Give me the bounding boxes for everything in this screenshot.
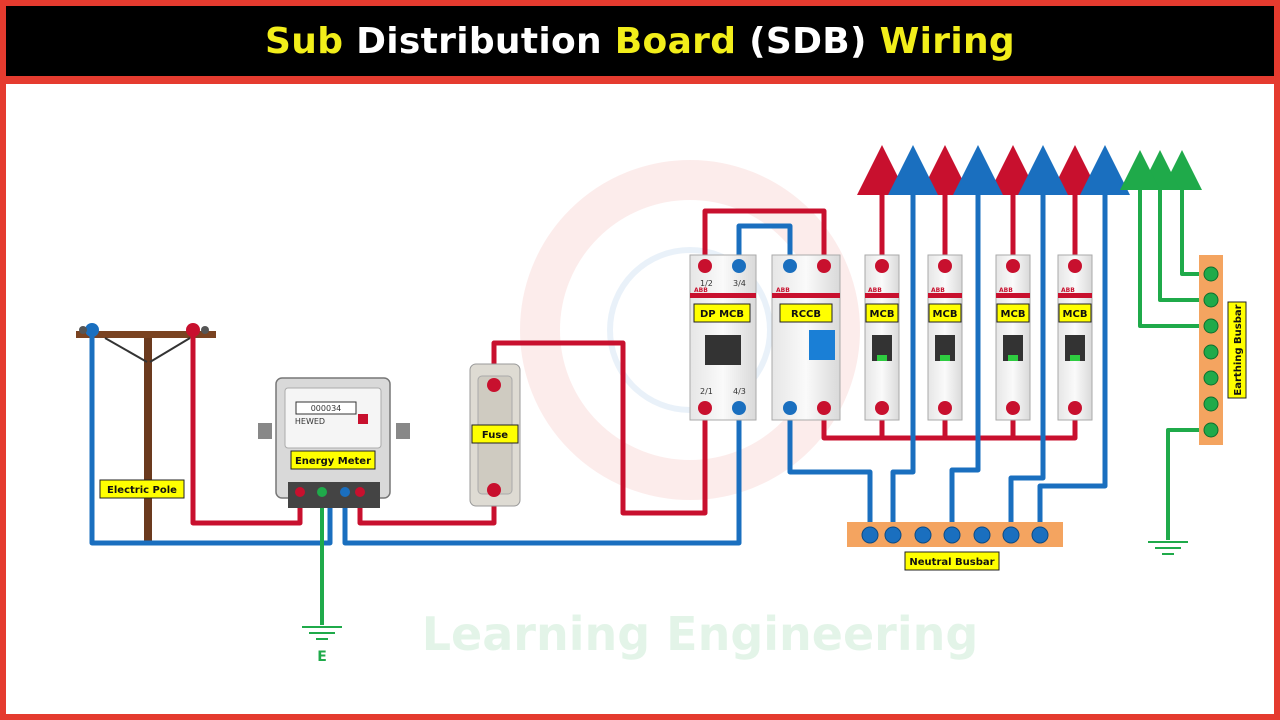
earth-label: E <box>317 649 327 665</box>
brand-text: ABB <box>776 287 790 294</box>
busbar-terminal <box>973 526 991 544</box>
busbar-terminal <box>1203 266 1219 282</box>
terminal-label: 3/4 <box>733 279 746 288</box>
busbar-terminal <box>884 526 902 544</box>
busbar-terminal <box>861 526 879 544</box>
mcb-text: MCB <box>1001 309 1026 320</box>
mcb: ABB MCB <box>1057 254 1093 421</box>
neutral-busbar <box>847 522 1063 547</box>
mcb-label: MCB <box>928 303 962 323</box>
fuse-label: Fuse <box>471 424 519 444</box>
page-title: Sub Distribution Board (SDB) Wiring <box>265 21 1015 62</box>
earth-wires <box>320 150 1210 625</box>
terminal-label: 2/1 <box>700 387 713 396</box>
watermark-text: Learning Engineering <box>422 607 979 661</box>
energy-meter-text: Energy Meter <box>295 456 371 467</box>
title-bar: Sub Distribution Board (SDB) Wiring <box>6 6 1274 76</box>
busbar-terminal <box>914 526 932 544</box>
electric-pole-label: Electric Pole <box>99 479 185 499</box>
title-part: Wiring <box>879 20 1015 62</box>
title-part: (SDB) <box>736 20 880 62</box>
busbar-terminal <box>943 526 961 544</box>
busbar-terminal <box>1203 292 1219 308</box>
dp-mcb-text: DP MCB <box>700 309 744 320</box>
energy-meter-label: Energy Meter <box>290 450 376 470</box>
terminal-label: 4/3 <box>733 387 746 396</box>
busbar-terminal <box>1203 344 1219 360</box>
title-part: Board <box>614 20 737 62</box>
mcb-group: ABB MCB ABB MCB ABB MCB ABB MCB <box>864 254 1093 421</box>
mcb-label: MCB <box>1058 303 1092 323</box>
neutral-busbar-text: Neutral Busbar <box>909 557 994 568</box>
earthing-busbar <box>1199 255 1223 445</box>
energy-meter: 000034 HEWED <box>258 377 410 508</box>
dp-mcb-label: DP MCB <box>693 303 751 323</box>
rccb: ABB <box>771 254 841 421</box>
title-part: Sub <box>265 20 344 62</box>
mcb-label: MCB <box>996 303 1030 323</box>
earthing-busbar-label: Earthing Busbar <box>1227 301 1247 399</box>
mcb-text: MCB <box>870 309 895 320</box>
busbar-terminal <box>1031 526 1049 544</box>
busbar-terminal <box>1002 526 1020 544</box>
busbar-terminal <box>1203 422 1219 438</box>
wiring-diagram: Learning Engineering Electric Pole <box>76 145 1247 665</box>
neutral-wires <box>89 145 1130 546</box>
brand-text: ABB <box>694 287 708 294</box>
mcb-text: MCB <box>1063 309 1088 320</box>
fuse-text: Fuse <box>482 430 508 441</box>
mcb-label: MCB <box>865 303 899 323</box>
electric-pole-text: Electric Pole <box>107 485 177 496</box>
earthing-busbar-text: Earthing Busbar <box>1233 304 1244 395</box>
terminal-label: 1/2 <box>700 279 713 288</box>
rccb-text: RCCB <box>791 309 821 320</box>
diagram-canvas: Learning Engineering Electric Pole <box>6 84 1274 714</box>
rccb-label: RCCB <box>779 303 833 323</box>
title-part: Distribution <box>343 20 615 62</box>
brand-text: ABB <box>999 287 1013 294</box>
dp-mcb: ABB 1/2 3/4 2/1 4/3 <box>689 254 757 421</box>
meter-brand: HEWED <box>295 417 325 426</box>
ground-icon <box>1148 541 1188 555</box>
mcb: ABB MCB <box>927 254 963 421</box>
brand-text: ABB <box>931 287 945 294</box>
busbar-terminal <box>1203 396 1219 412</box>
busbar-terminal <box>1203 318 1219 334</box>
brand-text: ABB <box>1061 287 1075 294</box>
neutral-busbar-label: Neutral Busbar <box>904 551 1000 571</box>
mcb: ABB MCB <box>995 254 1031 421</box>
electric-pole <box>76 323 216 543</box>
mcb: ABB MCB <box>864 254 900 421</box>
mcb-text: MCB <box>933 309 958 320</box>
ground-icon <box>302 626 342 640</box>
busbar-terminal <box>1203 370 1219 386</box>
brand-text: ABB <box>868 287 882 294</box>
meter-reading: 000034 <box>311 404 342 413</box>
